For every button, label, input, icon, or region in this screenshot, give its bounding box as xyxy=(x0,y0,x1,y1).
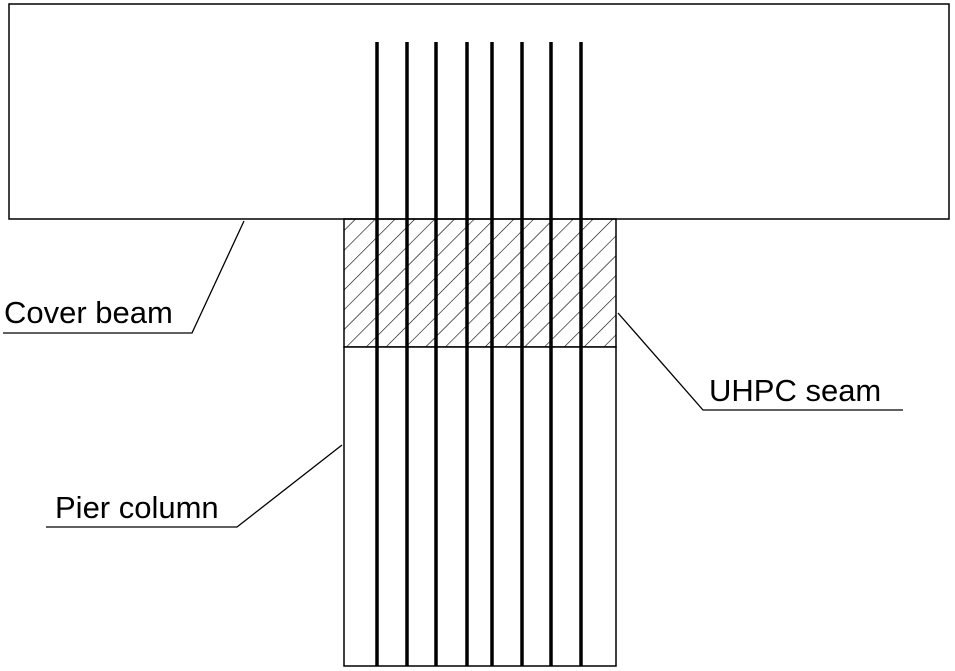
uhpc-seam-leader xyxy=(617,312,903,411)
cover-beam-label: Cover beam xyxy=(4,295,173,330)
pier-column-label: Pier column xyxy=(55,490,219,525)
pier-column-callout: Pier column xyxy=(46,444,343,528)
cover-beam xyxy=(8,3,950,220)
rebar-group xyxy=(375,42,583,666)
uhpc-seam-label: UHPC seam xyxy=(709,373,881,408)
uhpc-seam-callout: UHPC seam xyxy=(617,312,903,411)
pier-column-leader xyxy=(46,444,343,528)
cover-beam-callout: Cover beam xyxy=(3,220,245,334)
cover-beam-leader xyxy=(3,220,245,334)
pier-column xyxy=(343,346,617,667)
uhpc-seam xyxy=(343,218,617,348)
